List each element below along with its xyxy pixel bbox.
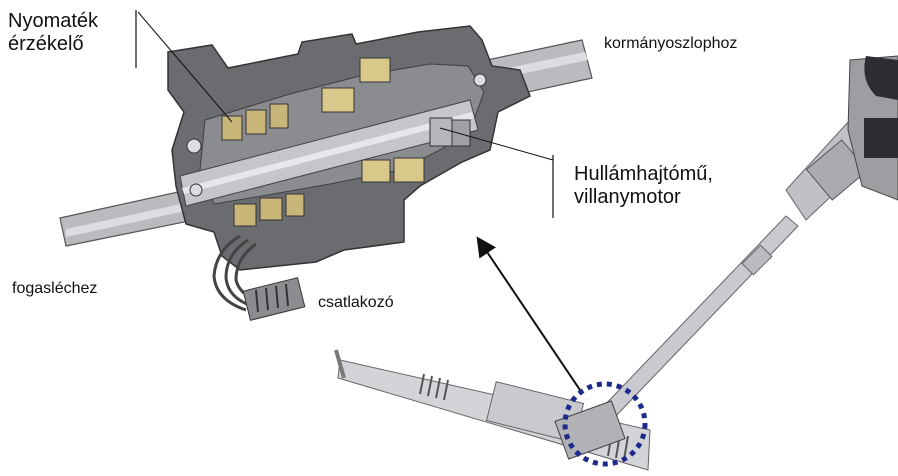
connector-label: csatlakozó bbox=[318, 294, 394, 311]
torque-sensor-label-line1: Nyomaték bbox=[8, 10, 99, 32]
torque-sensor-label: Nyomaték érzékelő bbox=[8, 10, 98, 56]
gear-motor-label: Hullámhajtómű, villanymotor bbox=[574, 163, 713, 209]
gear-unit-highlight bbox=[562, 381, 648, 467]
detail-arrow bbox=[476, 236, 581, 391]
torque-sensor-pointer bbox=[137, 11, 233, 123]
gear-housing-cross-section bbox=[59, 25, 593, 321]
motor-gear-blocks bbox=[321, 57, 471, 183]
gear-pointer bbox=[439, 127, 554, 161]
rack-label: fogasléchez bbox=[12, 280, 98, 297]
gear-motor-label-line2: villanymotor bbox=[574, 186, 681, 208]
intermediate-shaft bbox=[599, 215, 799, 421]
steering-column-label: kormányoszlophoz bbox=[604, 35, 738, 52]
torque-sensor-windings bbox=[221, 103, 305, 227]
torque-sensor-label-line2: érzékelő bbox=[8, 33, 84, 55]
connector-plug bbox=[242, 277, 306, 321]
gear-motor-label-line1: Hullámhajtómű, bbox=[574, 163, 713, 185]
